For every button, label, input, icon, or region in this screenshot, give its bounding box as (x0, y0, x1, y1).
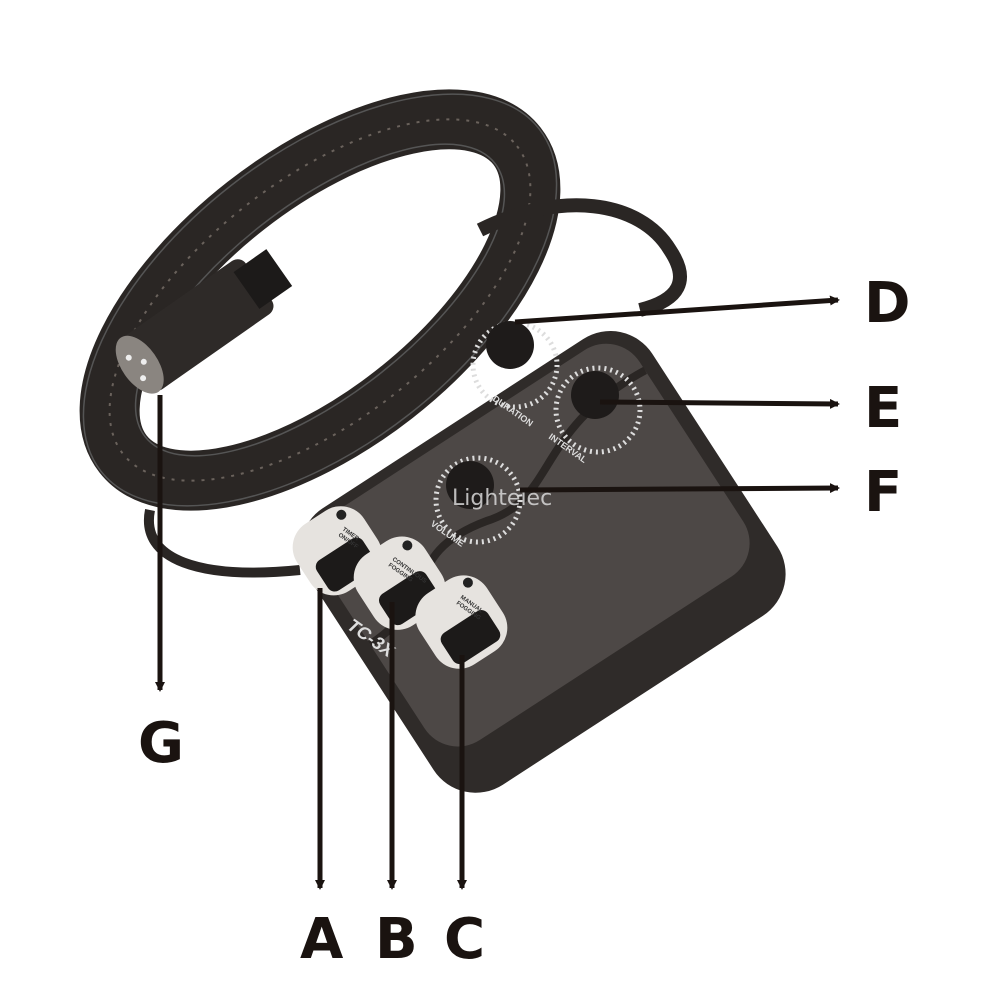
cable-coil (79, 89, 687, 578)
callout-d: D (864, 271, 910, 336)
callout-a: A (300, 907, 344, 972)
callout-e: E (864, 376, 902, 441)
knob-interval[interactable] (553, 365, 643, 455)
callout-g: G (138, 711, 184, 776)
knob-duration[interactable] (470, 320, 560, 410)
leader-d (514, 295, 840, 325)
callout-c: C (444, 907, 485, 972)
button-manual-fogging[interactable] (405, 565, 518, 680)
remote-controller (300, 331, 786, 793)
leader-e (599, 398, 840, 409)
callout-f: F (864, 460, 902, 525)
xlr-connector (115, 249, 293, 394)
callout-b: B (375, 907, 418, 972)
leader-f (519, 483, 840, 494)
knob-volume[interactable] (433, 455, 523, 545)
